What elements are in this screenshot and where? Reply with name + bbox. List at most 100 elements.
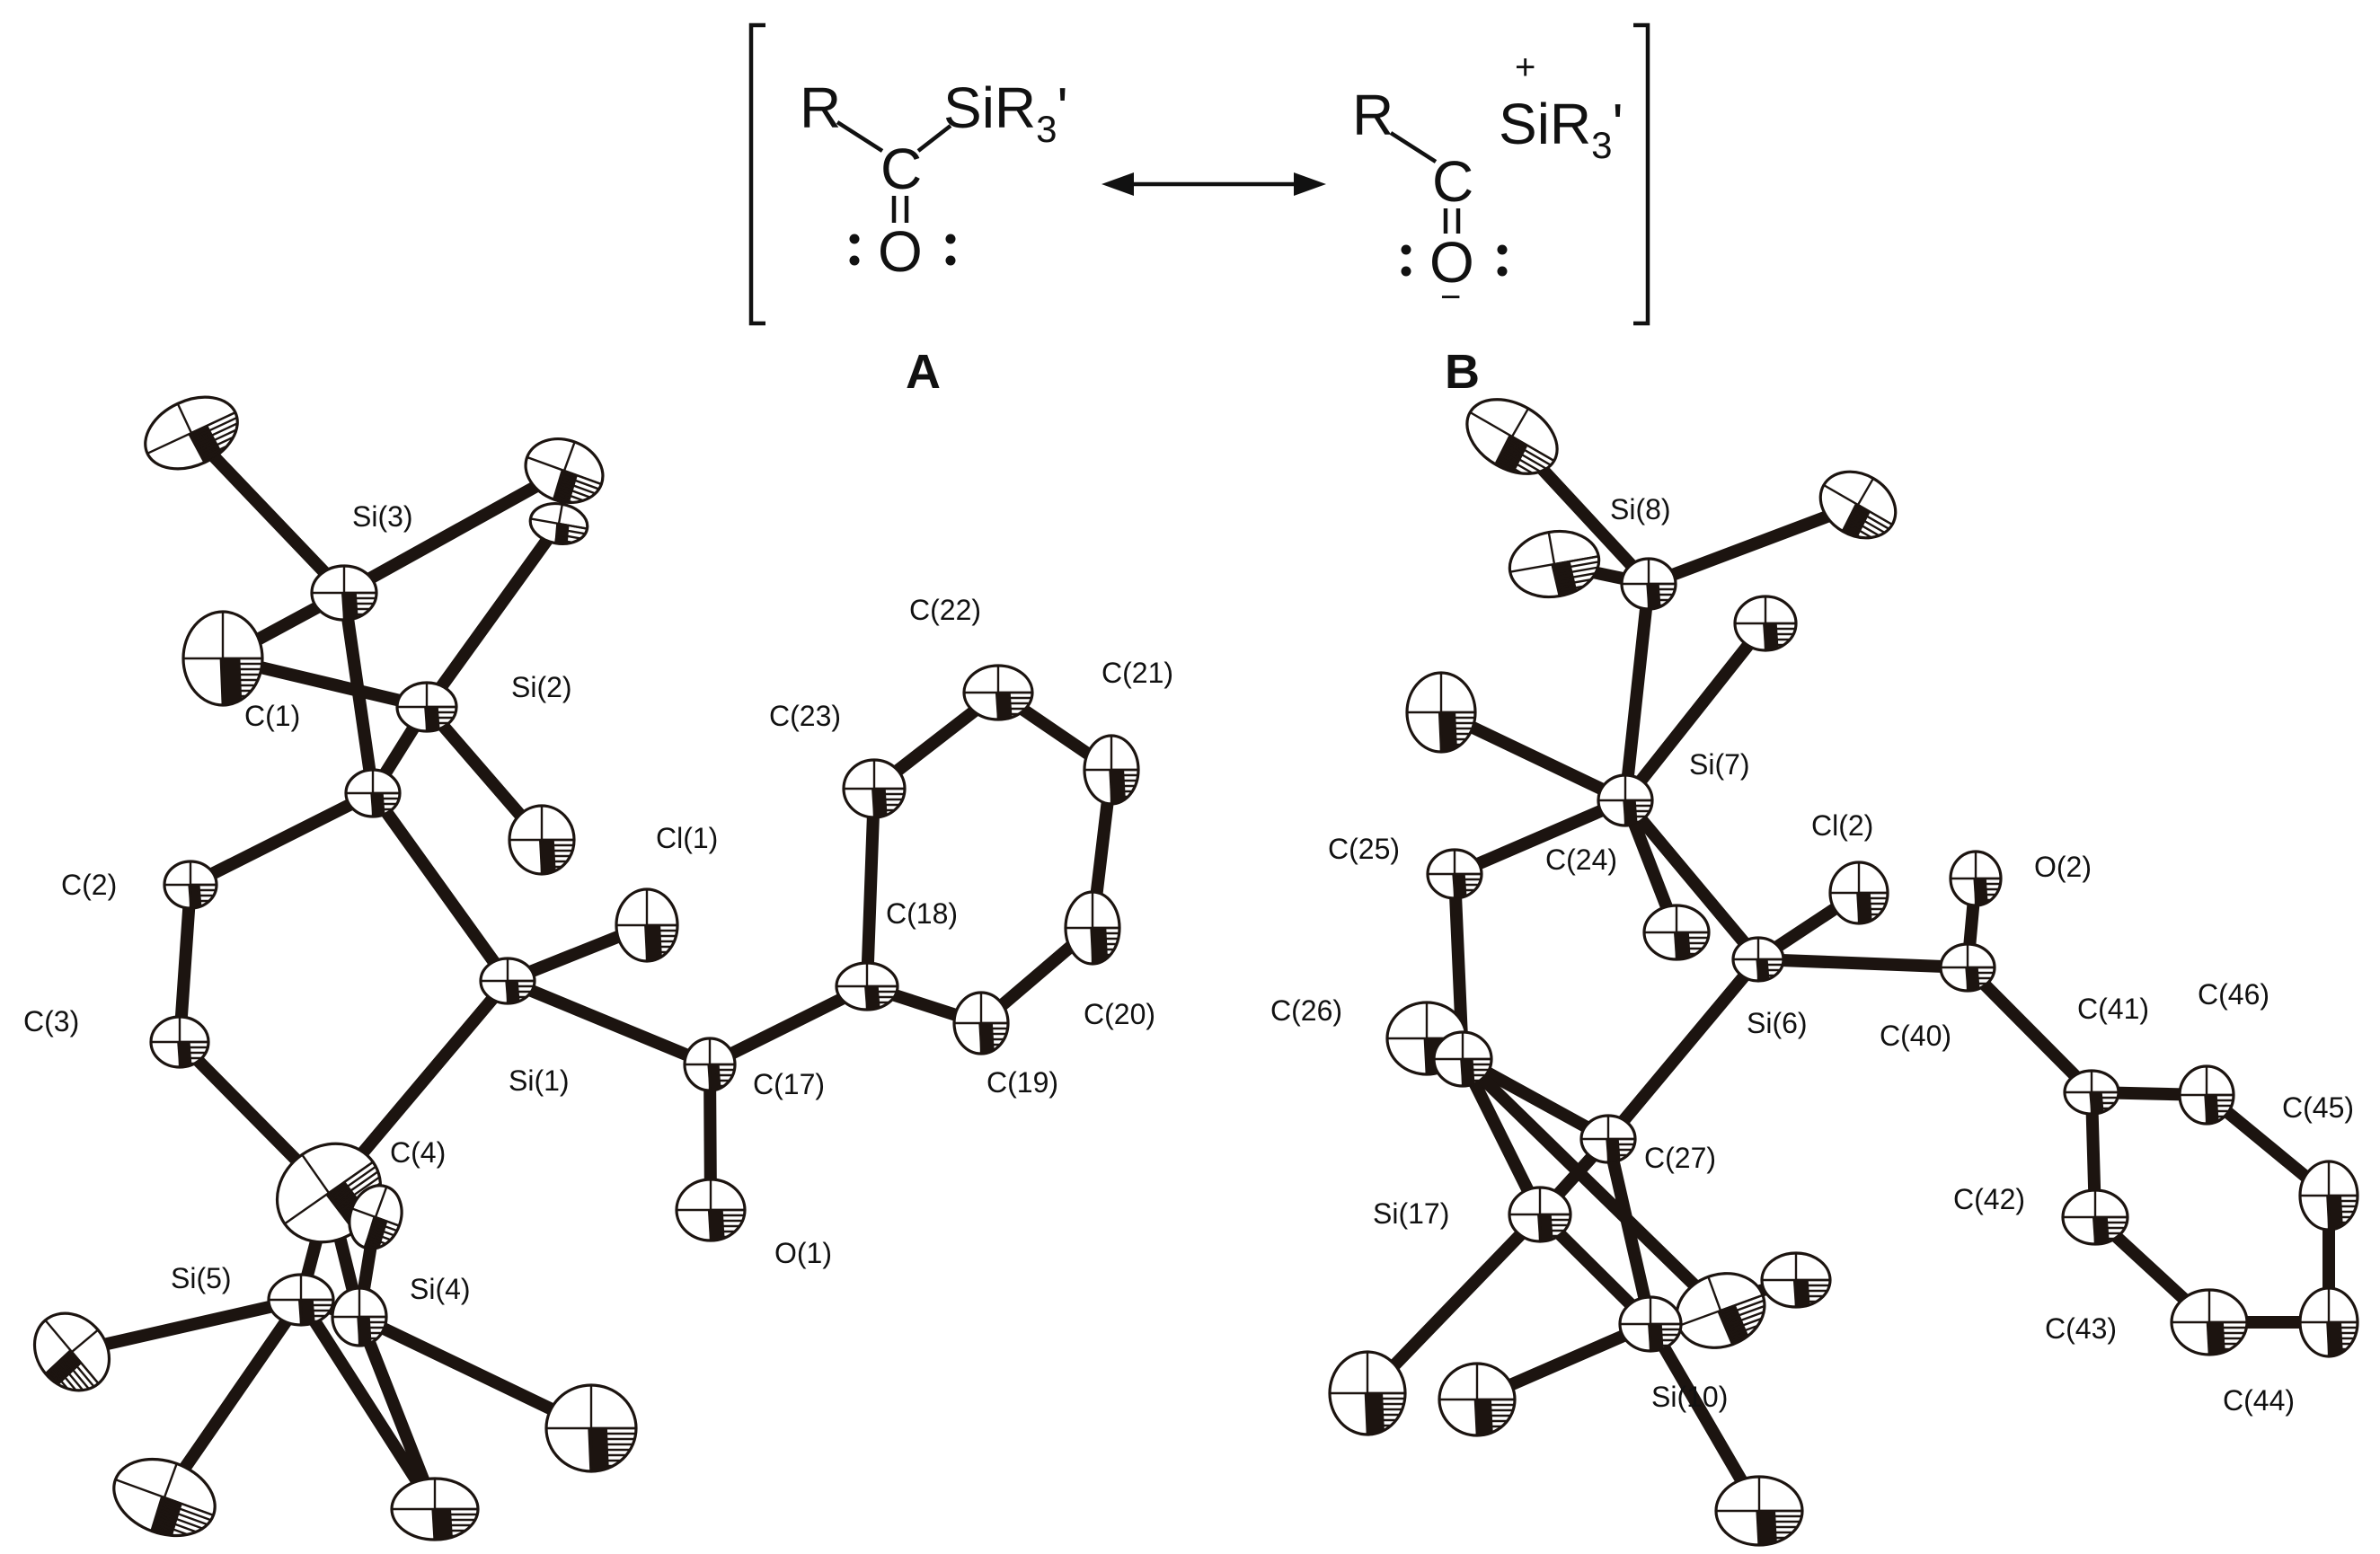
bond-42 [1752,953,1974,974]
resonance-scheme: R SiR3' C O R + SiR3' C [748,22,1650,399]
ellipsoid-c27 [1579,1114,1637,1164]
ellipsoid-c-methyl-19 [1760,1251,1832,1309]
bond-8 [184,787,379,891]
bond-30 [353,1311,441,1515]
structure-b-plus: + [1515,48,1535,87]
structure-b: R + SiR3' C O − [1352,48,1624,317]
structure-a: R SiR3' C O [800,75,1068,284]
left-molecule-labels: Si(3) Si(2) C(1) C(2) C(3) Si(1) C(4) Si… [23,500,1173,1305]
atom-label-si5: Si(5) [171,1262,232,1294]
atom-label-cl1: Cl(1) [656,822,718,854]
bond-0 [185,427,350,599]
ellipsoid-si3 [310,564,378,622]
ellipsoid-si17 [1508,1186,1572,1243]
bond-37 [1619,617,1772,807]
ellipsoid-c43 [2170,1288,2249,1356]
label-b: B [1445,345,1480,399]
structure-b-c: C [1432,149,1473,214]
structure-a-o: O [878,219,923,284]
structure-b-si: SiR3' [1499,92,1624,166]
bond-58 [1361,1208,1546,1399]
ellipsoid-c-methyl-13 [1508,529,1605,599]
ellipsoid-c-methyl-8 [544,1383,638,1473]
ellipsoid-c-methyl-10 [390,1477,480,1541]
ellipsoid-c3 [149,1015,210,1069]
lone-pair-dot [1401,266,1411,277]
atom-label-o2: O(2) [2034,851,2092,883]
atom-label-c17: C(17) [753,1068,825,1100]
ellipsoid-c-methyl-21 [1438,1362,1517,1437]
lone-pair-dot [1497,266,1508,277]
atom-label-c26: C(26) [1270,994,1342,1027]
ellipsoid-c41 [2063,1069,2120,1116]
lone-pair-dot [945,255,956,266]
ellipsoid-c22 [962,664,1034,721]
bond-39 [1619,794,1765,966]
ellipsoid-c-methyl-22 [1714,1475,1804,1547]
atom-label-o1: O(1) [774,1237,832,1269]
ellipsoid-si2 [395,681,458,733]
lone-pair-dot [849,255,860,266]
atom-label-c18: C(18) [886,897,958,930]
ellipsoid-c1 [344,768,402,818]
lone-pair-dot [1497,244,1508,255]
atom-label-c46: C(46) [2198,978,2269,1011]
ellipsoid-c17 [683,1037,737,1092]
ellipsoid-c-methyl-12 [1818,470,1898,550]
bond-c-si-a [916,124,952,153]
atom-label-si8: Si(8) [1610,493,1671,525]
atom-label-c3: C(3) [23,1005,79,1037]
bond-33 [1642,499,1864,590]
lone-pair-dot [945,234,956,244]
ellipsoid-c44 [2298,1286,2359,1358]
ellipsoid-c42 [2061,1188,2129,1246]
atom-label-si3: Si(3) [352,500,413,533]
ellipsoid-c-methyl-7 [32,1311,111,1406]
atom-label-si4: Si(4) [410,1273,471,1305]
bond-28 [295,1294,441,1515]
atom-label-si7: Si(7) [1689,748,1750,781]
ellipsoid-c-methyl-17 [1432,1030,1493,1088]
bond-38 [1448,794,1632,880]
ellipsoid-cl2 [1828,861,1889,925]
ellipsoid-c-methyl-1 [144,395,250,471]
structure-b-minus: − [1440,278,1461,317]
ellipsoid-c18 [835,961,899,1011]
ellipsoid-cl1 [615,887,679,963]
ellipsoid-c-methyl-20 [1328,1350,1407,1436]
structure-a-si: SiR3' [943,75,1068,150]
atom-label-cl2: Cl(2) [1811,809,1873,842]
ellipsoid-o2 [1949,850,2003,907]
atom-label-c19: C(19) [987,1066,1058,1099]
bond-44 [1961,961,2098,1099]
lone-pair-dot [849,234,860,244]
ellipsoid-c-methyl-3 [528,502,589,546]
ellipsoid-si4 [331,1286,388,1347]
atom-label-c43: C(43) [2045,1312,2117,1345]
atom-label-c24: C(24) [1545,843,1617,876]
ellipsoid-si7 [1597,773,1654,827]
atom-label-c1: C(1) [244,700,300,732]
right-bracket [1633,22,1650,326]
ellipsoid-si1 [479,957,536,1005]
left-bracket [748,22,765,326]
ellipsoid-c45 [2298,1160,2359,1232]
bond-1 [338,464,571,599]
atom-label-c42: C(42) [1953,1183,2025,1215]
atoms-layer [32,395,2359,1547]
atom-label-c44: C(44) [2223,1384,2295,1417]
ellipsoid-c20 [1064,890,1121,966]
ellipsoid-c25 [1426,848,1483,900]
atom-label-c27: C(27) [1644,1142,1716,1174]
structure-a-r: R [800,75,841,140]
atom-label-si1: Si(1) [509,1064,570,1097]
bond-27 [158,1294,307,1504]
ellipsoid-si5 [267,1273,335,1327]
bond-4 [420,517,565,713]
ellipsoid-si8 [1620,557,1677,611]
bond-55 [1456,1053,1727,1317]
atom-label-c45: C(45) [2282,1091,2354,1124]
bond-r-c-b [1389,131,1438,163]
